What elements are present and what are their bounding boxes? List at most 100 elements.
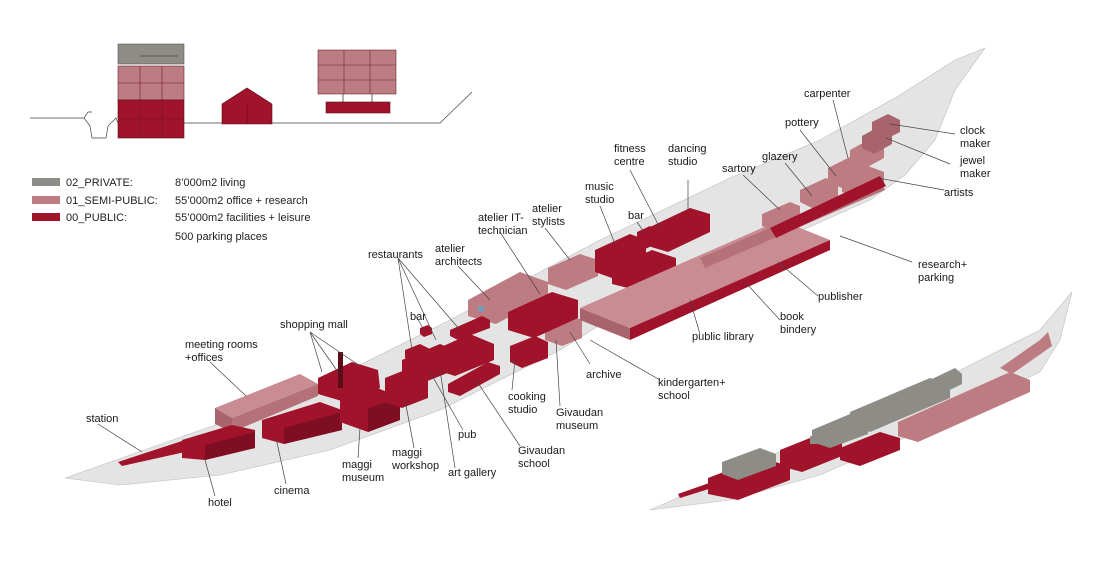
- block-small-window: [478, 306, 484, 312]
- legend-semi-public-desc: 55’000m2 office + research: [175, 195, 308, 207]
- label-carpenter: carpenter: [804, 88, 851, 100]
- label-kindergarten-1: kindergarten+: [658, 377, 726, 389]
- label-fitness-centre-2: centre: [614, 156, 645, 168]
- label-book-bindery-1: book: [780, 311, 804, 323]
- label-pottery: pottery: [785, 117, 819, 129]
- inset-public-cluster-1: [708, 458, 790, 500]
- block-restaurants: [450, 316, 490, 340]
- block-public-library-front: [580, 308, 630, 340]
- legend-public-desc: 55’000m2 facilities + leisure: [175, 212, 310, 224]
- label-hotel: hotel: [208, 497, 232, 509]
- label-publisher: publisher: [818, 291, 863, 303]
- block-atelier-stylists: [548, 254, 598, 290]
- block-hotel-shade: [205, 432, 255, 460]
- block-clock-maker: [872, 114, 900, 140]
- label-givaudan-museum-1: Givaudan: [556, 407, 603, 419]
- main-site-model: [64, 47, 986, 486]
- block-public-library-side: [630, 240, 830, 340]
- section-private-block-left: [117, 43, 185, 65]
- inset-private-1: [722, 448, 776, 480]
- legend-public-name: 00_PUBLIC:: [66, 212, 127, 224]
- label-givaudan-school-2: school: [518, 458, 550, 470]
- section-grid-right: [318, 50, 396, 94]
- section-public-base-right: [325, 101, 391, 114]
- label-bar-left: bar: [410, 311, 426, 323]
- label-atelier-it-1: atelier IT-: [478, 212, 524, 224]
- label-maggi-museum-2: museum: [342, 472, 384, 484]
- leader-lines: [97, 99, 956, 497]
- label-meeting-rooms-2: +offices: [185, 352, 224, 364]
- label-atelier-architects-1: atelier: [435, 243, 465, 255]
- legend-semi-public-name: 01_SEMI-PUBLIC:: [66, 195, 158, 207]
- legend-swatch-public: [32, 213, 60, 221]
- section-drawing: [30, 43, 473, 139]
- label-atelier-stylists-2: stylists: [532, 216, 566, 228]
- legend-swatch-private: [32, 178, 60, 186]
- label-atelier-architects-2: architects: [435, 256, 483, 268]
- section-semi-block-right: [317, 49, 397, 95]
- block-atelier-it: [508, 292, 578, 338]
- label-art-gallery: art gallery: [448, 467, 497, 479]
- block-maggi-museum-shade: [368, 398, 400, 432]
- block-meeting-rooms-side: [232, 384, 318, 432]
- inset-private-row: [850, 378, 950, 432]
- section-grid-left: [118, 66, 184, 138]
- label-clock-maker-1: clock: [960, 125, 986, 137]
- block-sartory: [762, 202, 800, 230]
- label-research-parking-2: parking: [918, 272, 954, 284]
- legend-private-name: 02_PRIVATE:: [66, 177, 133, 189]
- label-sartory: sartory: [722, 163, 756, 175]
- label-givaudan-school-1: Givaudan: [518, 445, 565, 457]
- inset-site-model: [649, 291, 1073, 511]
- block-station: [118, 440, 185, 466]
- label-atelier-stylists-1: atelier: [532, 203, 562, 215]
- label-kindergarten-2: school: [658, 390, 690, 402]
- block-givaudan-school: [448, 362, 500, 396]
- legend-swatch-semi-public: [32, 196, 60, 204]
- program-labels: carpenter pottery clock maker jewel make…: [86, 88, 991, 509]
- label-givaudan-museum-2: museum: [556, 420, 598, 432]
- label-maggi-workshop-2: workshop: [391, 460, 439, 472]
- block-cinema-shade: [284, 412, 342, 444]
- section-ditch: [83, 111, 92, 119]
- label-meeting-rooms-1: meeting rooms: [185, 339, 258, 351]
- block-glazery: [800, 178, 838, 208]
- inset-station: [678, 482, 712, 498]
- label-jewel-maker-1: jewel: [959, 155, 985, 167]
- label-fitness-centre-1: fitness: [614, 143, 646, 155]
- label-music-studio-1: music: [585, 181, 614, 193]
- block-meeting-rooms-top: [215, 374, 318, 418]
- parking-note: 500 parking places: [175, 231, 268, 243]
- block-atelier-architects: [468, 272, 548, 324]
- legend: 02_PRIVATE: 8’000m2 living 01_SEMI-PUBLI…: [32, 177, 310, 243]
- label-pub: pub: [458, 429, 476, 441]
- label-bar-top: bar: [628, 210, 644, 222]
- label-restaurants: restaurants: [368, 249, 424, 261]
- label-public-library: public library: [692, 331, 754, 343]
- inset-public-cluster-3: [840, 432, 900, 466]
- label-research-parking-1: research+: [918, 259, 967, 271]
- block-meeting-rooms-front: [215, 408, 232, 432]
- label-station: station: [86, 413, 118, 425]
- label-dancing-studio-1: dancing: [668, 143, 707, 155]
- label-clock-maker-2: maker: [960, 138, 991, 150]
- inset-semi-slab: [898, 372, 1030, 442]
- label-cooking-studio-2: studio: [508, 404, 537, 416]
- block-pub: [430, 334, 494, 376]
- label-jewel-maker-2: maker: [960, 168, 991, 180]
- label-archive: archive: [586, 369, 621, 381]
- inset-semi-north: [1000, 332, 1052, 374]
- block-dancing-studio: [612, 250, 676, 290]
- legend-private-desc: 8’000m2 living: [175, 177, 245, 189]
- block-crafts-base: [770, 176, 886, 238]
- inset-private-north: [930, 368, 962, 396]
- block-fitness-centre: [648, 208, 710, 252]
- block-public-library-top: [580, 220, 830, 328]
- label-maggi-museum-1: maggi: [342, 459, 372, 471]
- label-maggi-workshop-1: maggi: [392, 447, 422, 459]
- shopping-mall-tower: [338, 352, 343, 388]
- block-cooking-studio: [510, 336, 548, 368]
- label-atelier-it-2: technician: [478, 225, 528, 237]
